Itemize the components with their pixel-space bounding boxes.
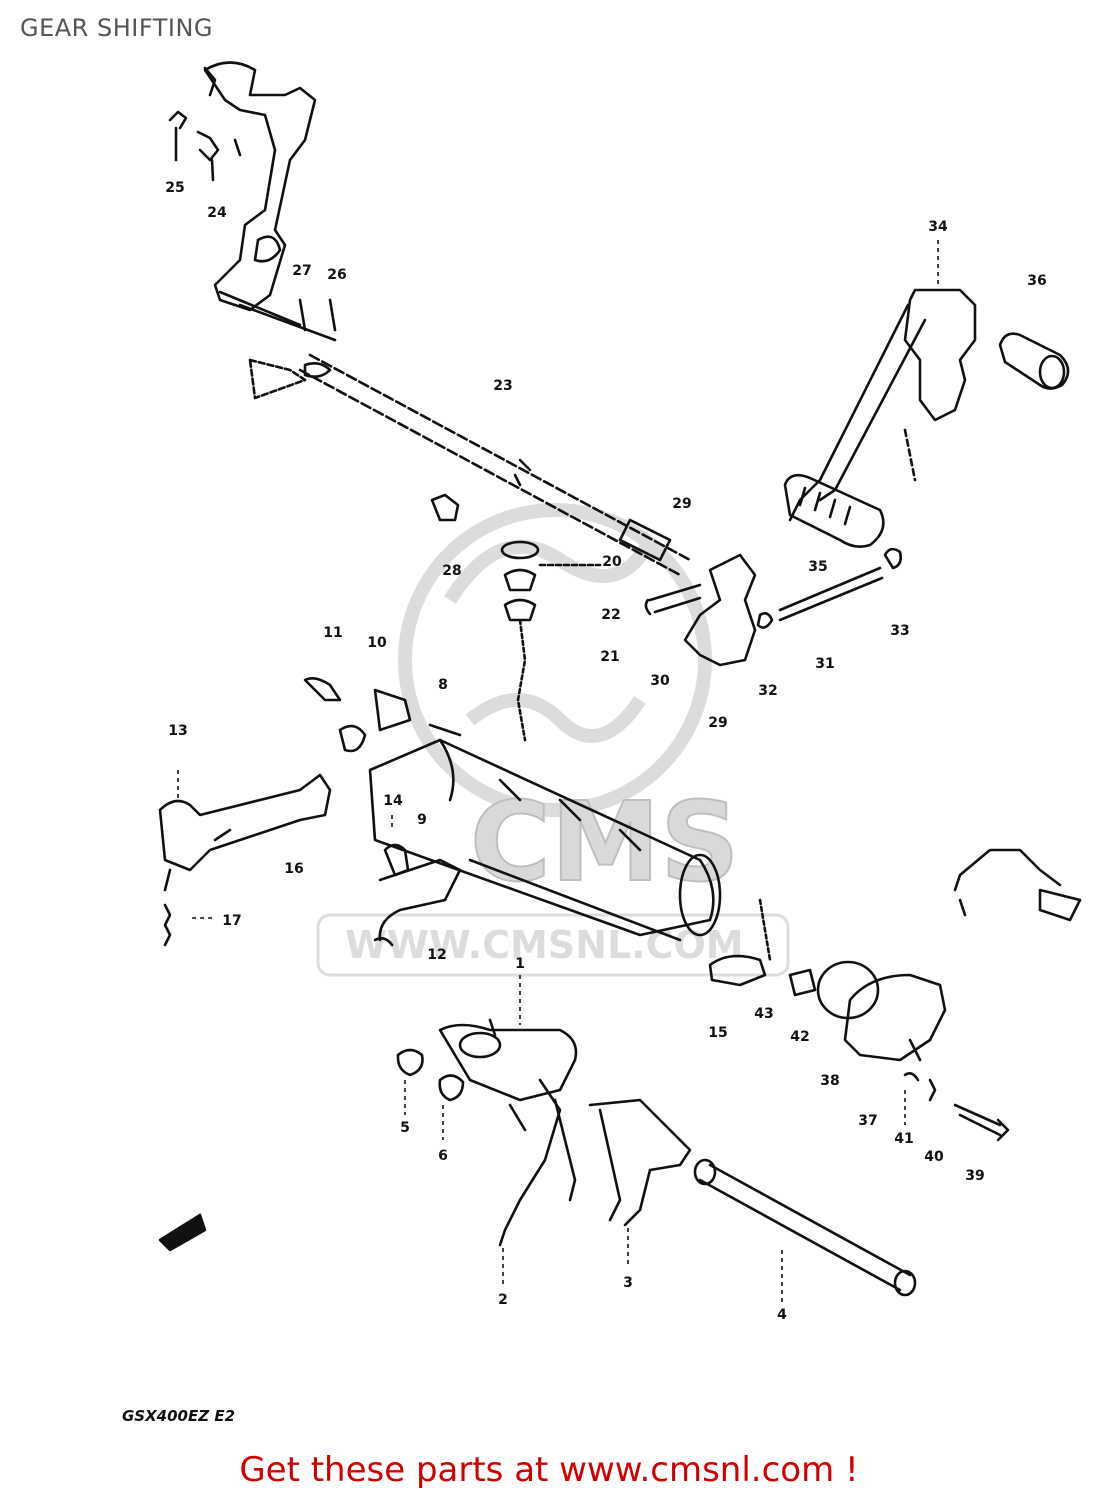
part-number-9: 9	[417, 812, 427, 828]
part-number-25: 26	[327, 267, 347, 283]
shift-fork-3	[588, 1098, 692, 1227]
part-number-34: 34	[928, 219, 948, 235]
part-number-36: 36	[1027, 273, 1047, 289]
page-title: GEAR SHIFTING	[20, 14, 214, 42]
part-number-35: 35	[808, 559, 828, 575]
link-arm-29	[644, 553, 757, 667]
part-number-2: 2	[498, 1292, 508, 1308]
part-number-10: 10	[367, 635, 387, 651]
shift-arm-assembly	[203, 61, 337, 342]
part-number-22: 23	[493, 378, 513, 394]
part-number-12: 12	[427, 947, 447, 963]
part-number-19: 20	[602, 554, 622, 570]
part-number-28: 29	[672, 496, 692, 512]
part-number-4: 4	[777, 1307, 787, 1323]
parts-diagram: CMS WWW.CMSNL.COM	[158, 61, 1082, 1305]
shift-fork-2	[498, 1078, 577, 1247]
part-number-37: 37	[858, 1113, 878, 1129]
part-number-14: 14	[383, 793, 403, 809]
part-number-43: 43	[754, 1006, 774, 1022]
part-number-40: 40	[924, 1149, 944, 1165]
watermark-logo	[398, 503, 712, 817]
model-code: GSX400EZ E2	[122, 1407, 236, 1425]
part-number-21: 22	[601, 607, 621, 623]
clip-23-24	[168, 110, 242, 182]
part-number-39: 39	[965, 1168, 985, 1184]
part-number-5: 5	[400, 1120, 410, 1136]
shift-lever-34	[783, 288, 977, 548]
watermark-url: WWW.CMSNL.COM	[345, 923, 744, 967]
part-number-1: 1	[515, 956, 525, 972]
part-number-15: 15	[708, 1025, 728, 1041]
part-number-42: 42	[790, 1029, 810, 1045]
shift-fork-1	[438, 1018, 578, 1102]
part-number-41: 41	[894, 1131, 914, 1147]
part-number-33: 33	[890, 623, 910, 639]
part-number-8: 8	[438, 677, 448, 693]
part-number-31: 31	[815, 656, 835, 672]
part-number-24: 25	[165, 180, 185, 196]
part-number-11: 11	[323, 625, 343, 641]
part-number-26: 27	[292, 263, 312, 279]
shift-cam-9	[368, 738, 722, 942]
part-number-32: 32	[758, 683, 778, 699]
part-number-6: 6	[438, 1148, 448, 1164]
watermark-brand: CMS	[470, 778, 739, 906]
part-number-17: 17	[222, 913, 242, 929]
part-number-29: 29	[708, 715, 728, 731]
part-number-13: 13	[168, 723, 188, 739]
part-number-23: 24	[207, 205, 227, 221]
part-number-30: 30	[650, 673, 670, 689]
part-number-3: 3	[623, 1275, 633, 1291]
gear-switch-38	[816, 960, 947, 1062]
fork-shaft-4	[693, 1158, 917, 1297]
footer-link[interactable]: Get these parts at www.cmsnl.com !	[239, 1450, 859, 1490]
part-number-27: 28	[442, 563, 462, 579]
part-number-16: 16	[284, 861, 304, 877]
part-number-20: 21	[600, 649, 620, 665]
tie-rod-35	[756, 566, 884, 629]
stopper-16	[158, 773, 332, 947]
rubber-36	[998, 332, 1070, 390]
part-number-38: 38	[820, 1073, 840, 1089]
